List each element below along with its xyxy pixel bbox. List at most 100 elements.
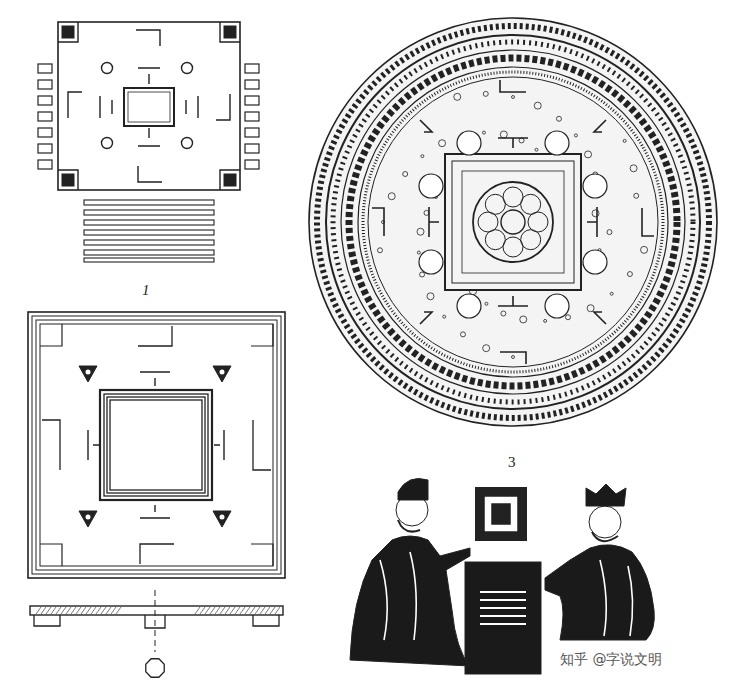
petal [528,212,548,232]
board-two [28,312,285,677]
boss-circle [545,131,569,155]
centre-square [128,92,170,122]
counter-piece [38,128,52,137]
inscription-band [349,58,677,386]
petal [485,230,505,250]
robe-fold [600,560,633,636]
hatch [91,607,96,614]
centre-square [104,394,208,496]
hatch [81,607,86,614]
scroll-texture [454,93,461,100]
scroll-texture [460,332,465,337]
petal [503,187,523,207]
scroll-texture [610,292,613,295]
counter-piece [245,144,259,153]
petal [478,212,498,232]
corner-fill [62,174,74,186]
scroll-texture [535,148,538,151]
t-mark [429,138,597,306]
scroll-texture [623,139,626,142]
scroll-texture [417,251,420,254]
board-outline [28,312,285,578]
centre-square [110,400,202,490]
throwing-stick [84,230,214,235]
triangle-dot [86,515,91,520]
hatch [111,607,116,614]
mirror [309,18,717,426]
scroll-texture [388,193,395,200]
hatch [101,607,106,614]
scroll-texture [512,96,515,99]
square-frame [462,171,564,273]
left-hat [398,479,428,501]
hatch [41,607,46,614]
stick-mark [480,623,526,625]
game-board-centre [492,504,510,524]
hatch [116,607,121,614]
hatch [106,607,111,614]
watermark: 知乎 @字说文明 [560,652,662,667]
scroll-texture [420,272,425,277]
scroll-texture [485,302,488,305]
scroll-texture [534,102,541,109]
v-mark [420,120,606,324]
throwing-stick [84,200,214,205]
stick-mark [480,599,526,601]
scroll-texture [634,193,639,198]
counter-piece [38,160,52,169]
boss-circle [545,294,569,318]
petal [521,194,541,214]
scroll-texture [377,248,382,253]
zigzag-band [333,42,693,402]
scroll-texture [501,311,506,316]
hatch [270,607,275,614]
hatch [51,607,56,614]
triangle-dot [86,370,91,375]
left-player [350,536,470,666]
board-outline [36,320,277,570]
hatch [195,607,200,614]
petal [485,194,505,214]
triangle-mark [213,511,231,527]
knob [501,210,525,234]
boss-circle [182,138,193,149]
centre-square [107,397,205,493]
hatch [71,607,76,614]
scroll-texture [443,315,446,318]
game-board-inner [484,496,518,532]
mirror-rim [309,18,717,426]
right-player [545,545,654,640]
rim-line [368,77,658,367]
scroll-texture [520,316,527,323]
scroll-texture [607,230,612,235]
boss-circle [583,174,607,198]
right-head [589,506,621,538]
counter-piece [245,160,259,169]
corner-fill [224,174,236,186]
hatch [225,607,230,614]
comb-band [363,72,663,372]
scroll-texture [483,91,488,96]
counter-piece [38,112,52,121]
scroll-texture [574,134,577,137]
hatch [200,607,205,614]
boss-circle [583,250,607,274]
counter-piece [245,128,259,137]
scroll-texture [544,319,547,322]
l-mark [42,326,271,564]
table-block [465,562,541,674]
hatch [260,607,265,614]
scroll-texture [566,315,571,320]
leg-profile [34,615,279,628]
hatch [210,607,215,614]
hatch [76,607,81,614]
scroll-texture [417,228,424,235]
hatch [235,607,240,614]
rim-line [341,50,685,394]
counter-piece [38,96,52,105]
game-board [476,488,526,540]
throwing-stick [84,250,214,255]
hatch [61,607,66,614]
counter-piece [38,144,52,153]
